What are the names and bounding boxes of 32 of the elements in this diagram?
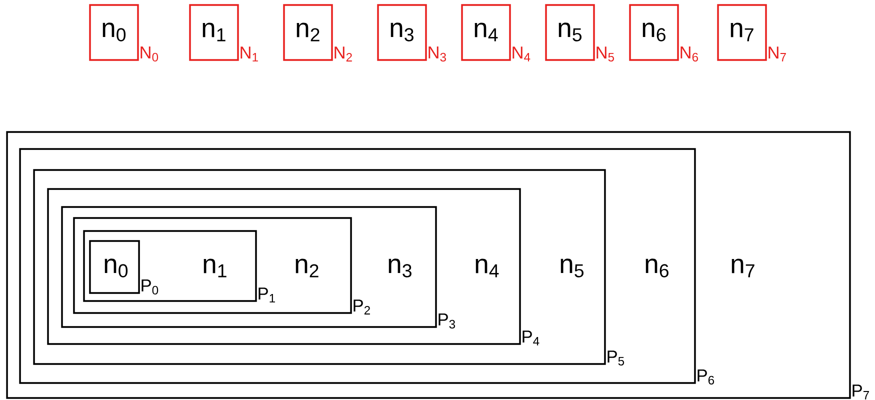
node-label: n$_{0}$ [104,258,128,278]
node-label: n$_{7}$ [732,258,754,278]
corner-label: N$_{7}$ [768,46,786,62]
corner-label: P$_{1}$ [258,288,275,302]
corner-label: P$_{2}$ [354,300,370,314]
corner-label: P$_{4}$ [522,330,540,346]
node-label: n$_{5}$ [560,258,584,278]
node-label: n$_{6}$ [646,258,668,278]
node-label: n$_{3}$ [388,258,412,278]
corner-label: P$_{0}$ [142,280,158,295]
node-label: n$_{6}$ [642,22,666,42]
node-label: n$_{5}$ [558,22,582,42]
node-label: n$_{4}$ [476,258,499,278]
node-label: n$_{2}$ [296,22,320,42]
corner-label: N$_{5}$ [596,46,614,62]
node-label: n$_{1}$ [204,258,226,278]
node-label: n$_{2}$ [296,258,318,278]
corner-label: N$_{6}$ [680,46,698,62]
node-label: n$_{3}$ [390,22,414,42]
corner-label: P$_{7}$ [852,384,869,400]
corner-label: P$_{3}$ [438,314,456,329]
corner-label: P$_{6}$ [698,370,714,385]
node-label: n$_{4}$ [474,22,498,42]
node-label: n$_{7}$ [730,22,754,42]
corner-label: N$_{0}$ [140,46,158,62]
corner-label: N$_{2}$ [334,46,352,62]
node-label: n$_{1}$ [202,22,226,42]
corner-label: N$_{3}$ [428,46,446,62]
corner-label: N$_{1}$ [240,46,258,62]
corner-label: N$_{4}$ [512,46,530,62]
node-label: n$_{0}$ [102,22,126,42]
corner-label: P$_{5}$ [608,350,624,366]
